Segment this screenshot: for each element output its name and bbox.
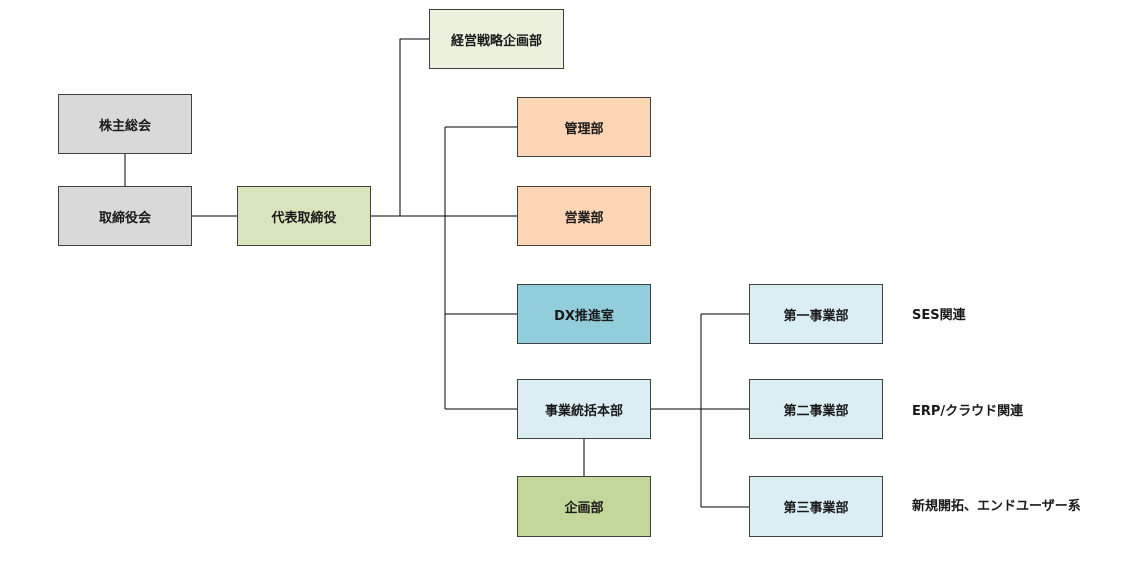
node-business-dept-2: 第二事業部 [749,379,883,439]
note-business-dept-3: 新規開拓、エンドユーザー系 [912,499,1081,514]
node-business-dept-3: 第三事業部 [749,476,883,537]
node-business-dept-1: 第一事業部 [749,284,883,344]
note-business-dept-2: ERP/クラウド関連 [912,404,1024,419]
node-sales-dept: 営業部 [517,186,651,246]
node-corporate-strategy-dept: 経営戦略企画部 [429,9,564,69]
node-representative-director: 代表取締役 [237,186,371,246]
note-business-dept-1: SES関連 [912,308,966,323]
node-shareholders-meeting: 株主総会 [58,94,192,154]
node-administration-dept: 管理部 [517,97,651,157]
node-board-of-directors: 取締役会 [58,186,192,246]
node-planning-dept: 企画部 [517,476,651,537]
node-dx-office: DX推進室 [517,284,651,344]
connector-to-strategy [399,38,429,216]
node-business-headquarters: 事業統括本部 [517,379,651,439]
